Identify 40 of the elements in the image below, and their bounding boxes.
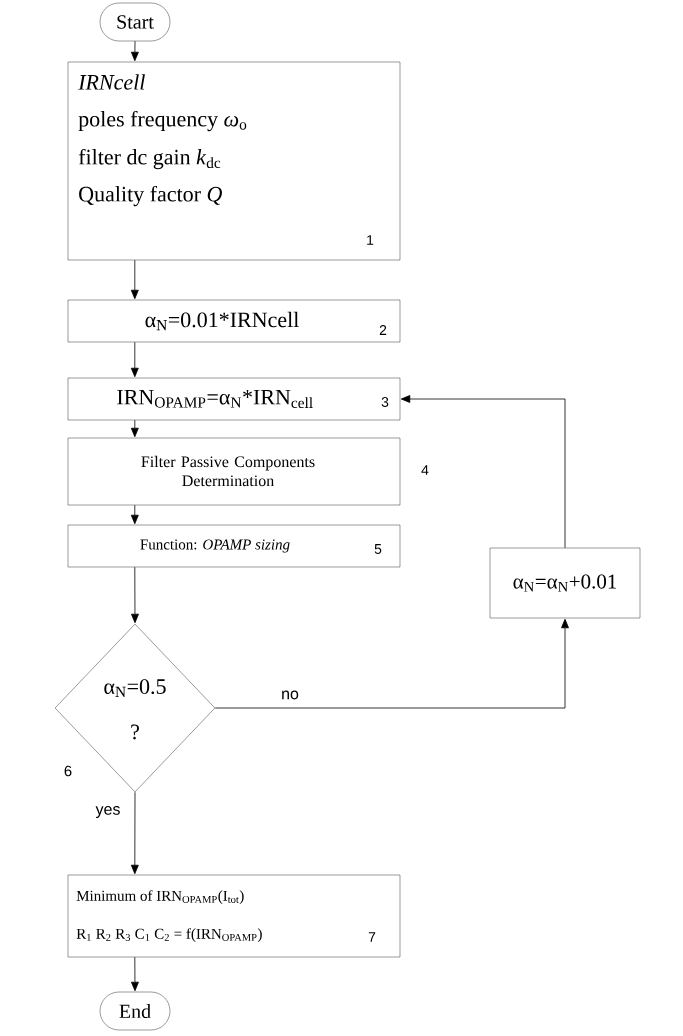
step-text: Filter Passive Components Determination — [141, 455, 315, 487]
edge-label: yes — [94, 805, 122, 819]
process-box — [489, 547, 641, 619]
step-number: 4 — [421, 465, 429, 475]
step-text: R$_{1}$ R$_{2}$ R$_{3}$ C$_{1}$ C$_{2}$ = f(IRN$_{OPAMP}$) — [76, 928, 262, 942]
process-box — [67, 874, 401, 958]
step-text: α$_{N}$=0.5 — [104, 679, 166, 697]
step-text: poles frequency ω$_{o}$ — [78, 110, 247, 132]
step-number: 6 — [64, 765, 72, 777]
step-text: α$_{N}$=0.01*IRNcell — [145, 311, 299, 331]
step-text: IRN$_{OPAMP}$=α$_{N}$*IRN$_{cell}$ — [117, 389, 313, 409]
arrow — [130, 341, 139, 378]
step-text: IRNcell — [78, 74, 145, 90]
step-number: 5 — [374, 544, 382, 554]
arrow — [131, 566, 139, 624]
step-text: α$_{N}$=α$_{N}$+0.01 — [513, 574, 617, 592]
process-box — [67, 377, 401, 421]
process-box — [67, 61, 401, 261]
arrow — [400, 395, 566, 549]
step-number: 7 — [368, 932, 376, 942]
terminal-box: Start — [99, 2, 171, 42]
arrow — [130, 504, 139, 525]
step-number: 2 — [379, 325, 387, 335]
arrow — [214, 618, 569, 709]
process-box — [67, 524, 401, 568]
step-text: filter dc gain k$_{dc}$ — [78, 148, 221, 170]
arrow — [130, 791, 139, 875]
arrow — [130, 419, 139, 438]
step-text: Quality factor Q — [79, 185, 222, 207]
step-text: ? — [131, 724, 139, 740]
edge-label: no — [280, 689, 300, 701]
step-text: Minimum of IRN$_{OPAMP}$(I$_{tot}$) — [76, 890, 244, 904]
terminal-box: End — [99, 991, 171, 1031]
arrow — [130, 259, 139, 300]
step-number: 1 — [367, 235, 374, 245]
arrow — [131, 40, 139, 62]
process-box — [67, 299, 401, 343]
step-number: 3 — [381, 397, 389, 407]
arrow — [131, 956, 139, 992]
step-text: Function: OPAMP sizing — [140, 539, 290, 553]
